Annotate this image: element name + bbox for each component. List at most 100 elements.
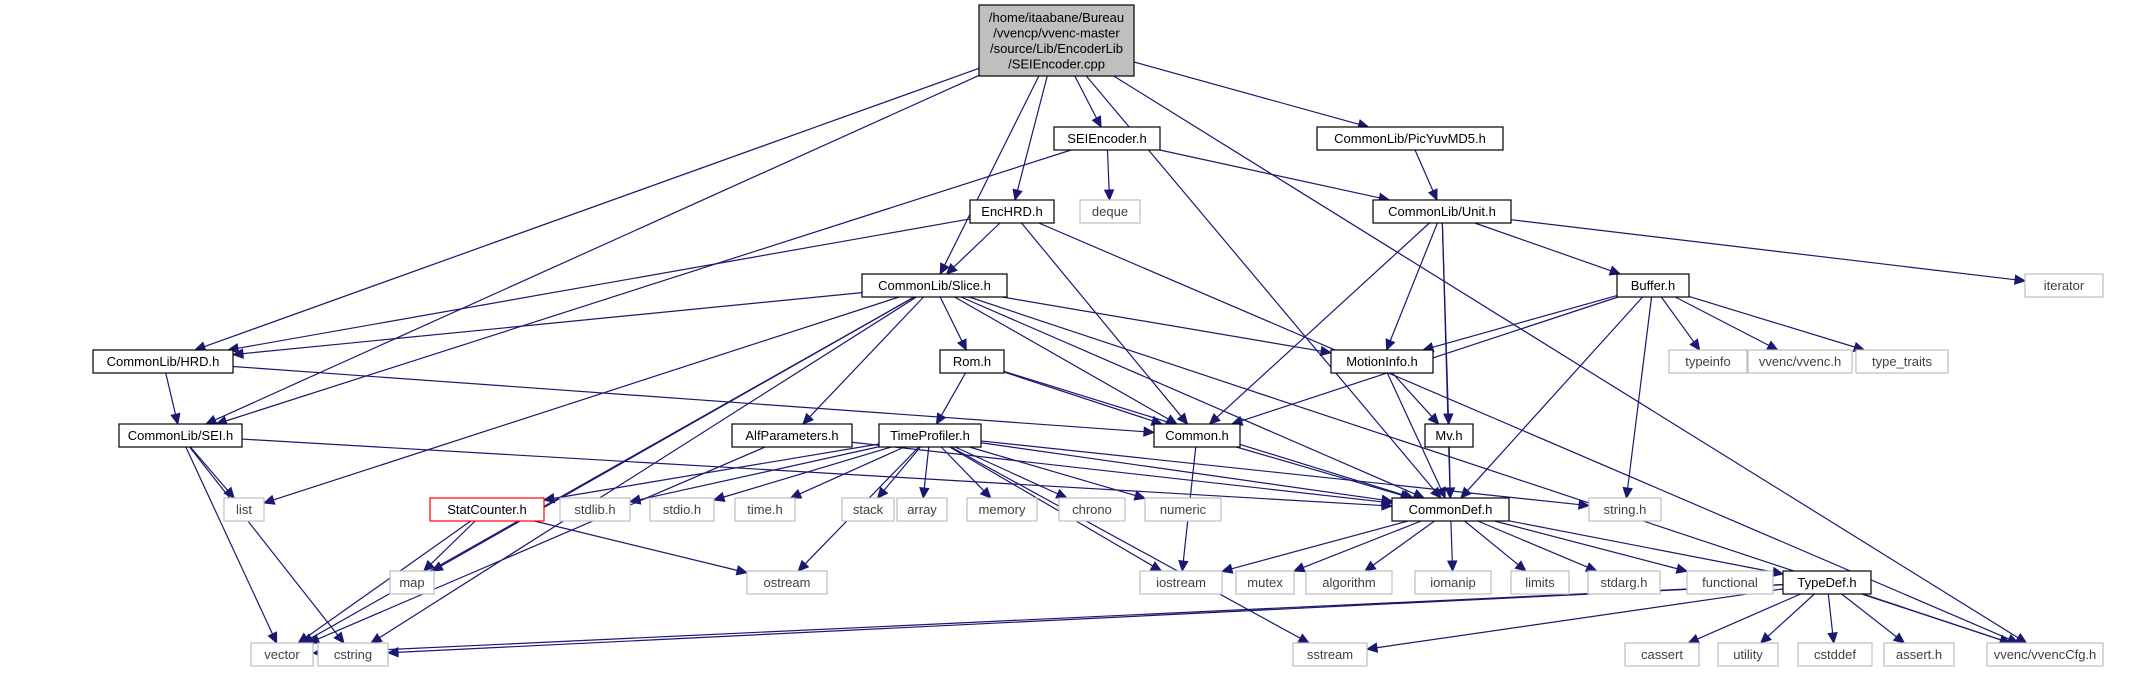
- node-label: MotionInfo.h: [1346, 354, 1418, 369]
- node-box: [1292, 642, 1368, 667]
- node-time-profiler-h[interactable]: TimeProfiler.h: [878, 423, 982, 448]
- edge-pic-yuv-md5-h-to-unit-h: [1414, 149, 1438, 202]
- node-box: [1855, 349, 1949, 374]
- arrowhead-icon: [2013, 274, 2027, 285]
- node-deque: deque: [1079, 199, 1141, 224]
- node-box: [559, 497, 631, 522]
- edge-line: [969, 446, 1137, 497]
- node-root[interactable]: /home/itaabane/Bureau/vvencp/vvenc-maste…: [978, 4, 1135, 77]
- node-mv-h[interactable]: Mv.h: [1424, 423, 1474, 448]
- node-iterator: iterator: [2024, 273, 2104, 298]
- edge-line: [980, 442, 1384, 501]
- edge-slice-h-to-hrd-h: [231, 292, 863, 359]
- edge-line: [1236, 446, 1403, 497]
- edge-type-def-h-to-vvenc-cfg-h: [1861, 593, 2012, 645]
- edge-stat-counter-h-to-vector: [297, 520, 472, 644]
- arrowhead-icon: [876, 486, 889, 499]
- edge-line: [1371, 520, 1435, 567]
- node-alf-parameters-h[interactable]: AlfParameters.h: [731, 423, 853, 448]
- node-utility: utility: [1717, 642, 1779, 667]
- node-box: [1144, 497, 1222, 522]
- arrowhead-icon: [1365, 642, 1379, 653]
- node-hrd-h[interactable]: CommonLib/HRD.h: [92, 349, 234, 374]
- edge-time-profiler-h-to-stat-counter-h: [542, 443, 880, 504]
- arrowhead-icon: [1427, 412, 1440, 425]
- arrowhead-icon: [1689, 338, 1701, 351]
- node-common-def-h[interactable]: CommonDef.h: [1391, 497, 1510, 522]
- edge-stat-counter-h-to-map: [422, 520, 476, 572]
- edge-root-to-seiencoder-h: [1074, 75, 1102, 129]
- edge-line: [638, 446, 880, 501]
- edge-hrd-h-to-sei-h: [165, 372, 181, 426]
- edge-enc-hrd-h-to-common-h: [1021, 222, 1189, 425]
- node-array: array: [896, 497, 948, 522]
- arrowhead-icon: [370, 632, 383, 644]
- edge-line: [923, 446, 930, 490]
- node-box: [896, 497, 948, 522]
- edge-time-profiler-h-to-common-def-h: [980, 442, 1394, 505]
- edge-stat-counter-h-to-ostream: [534, 520, 749, 576]
- edge-common-def-h-to-mutex: [1292, 520, 1422, 573]
- node-label: vector: [264, 647, 300, 662]
- edge-line: [1074, 75, 1098, 120]
- arrowhead-icon: [628, 494, 642, 505]
- node-common-h[interactable]: Common.h: [1153, 423, 1241, 448]
- node-label: numeric: [1160, 502, 1207, 517]
- edge-line: [534, 520, 739, 572]
- node-stat-counter-h[interactable]: StatCounter.h: [429, 497, 545, 522]
- arrowhead-icon: [979, 486, 992, 499]
- edge-line: [939, 296, 963, 343]
- node-enc-hrd-h[interactable]: EncHRD.h: [969, 199, 1055, 224]
- node-time-h: time.h: [734, 497, 796, 522]
- edge-buffer-h-to-type-traits: [1688, 295, 1866, 352]
- edge-line: [1464, 520, 1520, 566]
- node-box: [1316, 126, 1504, 151]
- node-label: /SEIEncoder.cpp: [1008, 56, 1105, 71]
- node-label: limits: [1525, 575, 1555, 590]
- node-seiencoder-h[interactable]: SEIEncoder.h: [1053, 126, 1161, 151]
- node-box: [317, 642, 389, 667]
- node-chrono: chrono: [1058, 497, 1126, 522]
- node-label: mutex: [1247, 575, 1283, 590]
- node-box: [1414, 570, 1492, 595]
- edge-line: [1230, 520, 1409, 570]
- node-motion-info-h[interactable]: MotionInfo.h: [1330, 349, 1434, 374]
- node-label: StatCounter.h: [447, 502, 527, 517]
- node-ostream: ostream: [746, 570, 828, 595]
- node-typeinfo: typeinfo: [1668, 349, 1748, 374]
- node-slice-h[interactable]: CommonLib/Slice.h: [861, 273, 1008, 298]
- node-label: vvenc/vvencCfg.h: [1994, 647, 2097, 662]
- edge-line: [1106, 149, 1110, 192]
- edge-alf-parameters-h-to-common-def-h: [851, 441, 1394, 507]
- node-box: [1717, 642, 1779, 667]
- node-label: CommonLib/HRD.h: [107, 354, 220, 369]
- edge-line: [1450, 520, 1453, 563]
- arrowhead-icon: [1385, 338, 1396, 352]
- edge-type-def-h-to-cstring: [386, 584, 1784, 658]
- arrowhead-icon: [1149, 561, 1163, 572]
- node-box: [746, 570, 828, 595]
- edge-line: [1696, 593, 1801, 640]
- node-box: [939, 349, 1005, 374]
- node-type-def-h[interactable]: TypeDef.h: [1782, 570, 1872, 595]
- arrowhead-icon: [1578, 499, 1591, 510]
- edge-line: [321, 583, 1784, 654]
- arrowhead-icon: [297, 632, 310, 644]
- arrowhead-icon: [1012, 188, 1023, 202]
- node-unit-h[interactable]: CommonLib/Unit.h: [1372, 199, 1512, 224]
- edge-buffer-h-to-common-def-h: [1460, 296, 1644, 499]
- node-buffer-h[interactable]: Buffer.h: [1616, 273, 1690, 298]
- edge-sei-h-to-vector: [185, 446, 278, 645]
- edge-root-to-hrd-h: [193, 67, 980, 352]
- node-sei-h[interactable]: CommonLib/SEI.h: [118, 423, 243, 448]
- node-label: AlfParameters.h: [745, 428, 838, 443]
- edge-common-def-h-to-iomanip: [1446, 520, 1458, 573]
- node-label: map: [399, 575, 424, 590]
- node-rom-h[interactable]: Rom.h: [939, 349, 1005, 374]
- node-pic-yuv-md5-h[interactable]: CommonLib/PicYuvMD5.h: [1316, 126, 1504, 151]
- node-label: /source/Lib/EncoderLib: [990, 41, 1123, 56]
- node-numeric: numeric: [1144, 497, 1222, 522]
- edge-line: [1389, 222, 1438, 342]
- edge-line: [1688, 295, 1856, 348]
